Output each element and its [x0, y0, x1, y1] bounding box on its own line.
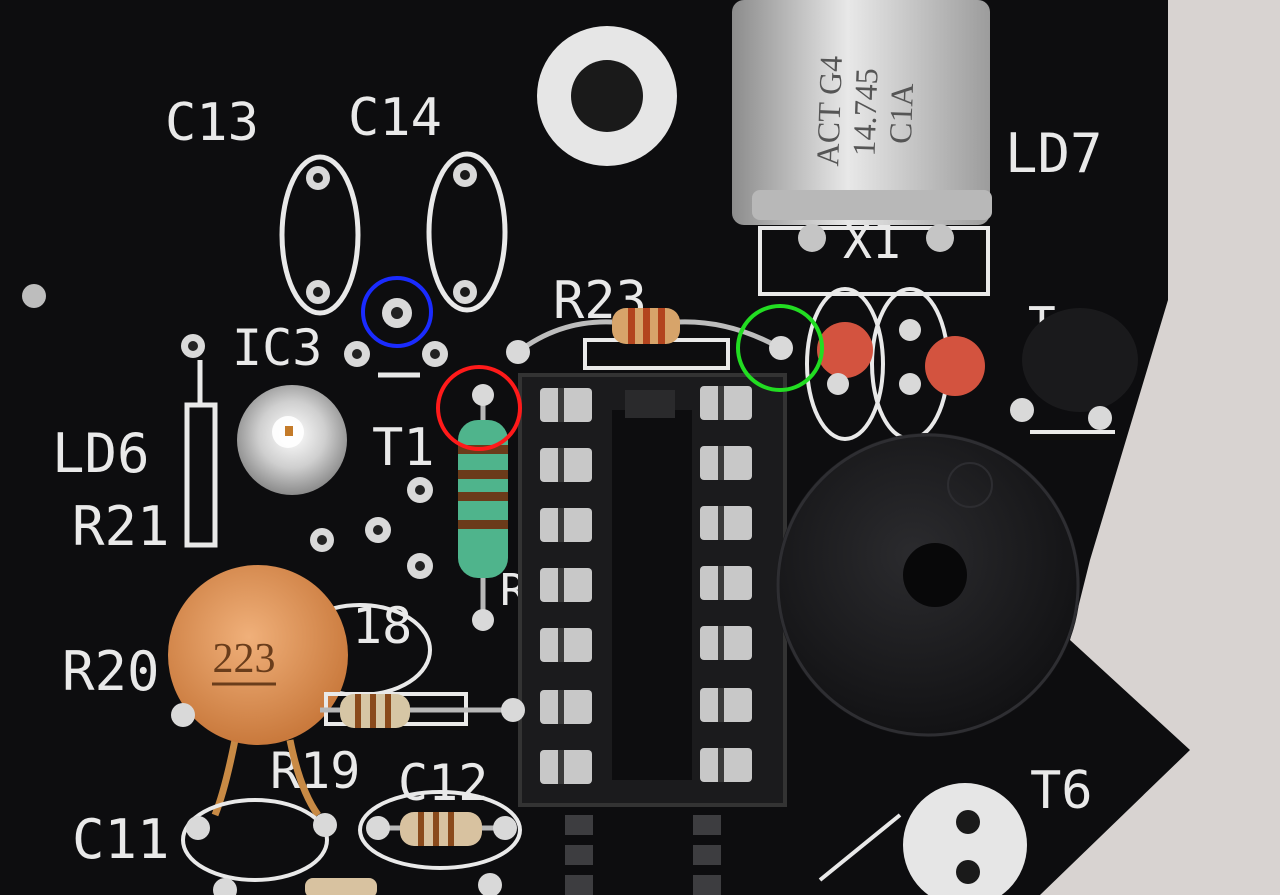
ceramic-cap-223	[168, 565, 348, 745]
label-c11: C11	[72, 808, 170, 871]
crystal-marking-2: 14.745	[845, 68, 884, 157]
crystal-marking-3: C1A	[882, 83, 920, 145]
crystal-marking-1: ACT G4	[809, 55, 849, 167]
ic-socket-pins-left	[540, 388, 592, 784]
ceramic-cap-marking: 223	[213, 636, 276, 682]
label-c12: C12	[398, 754, 488, 812]
red-cap-2	[925, 336, 985, 396]
smd-pads	[565, 815, 721, 895]
label-t1: T1	[372, 418, 435, 478]
ic-socket-pins-right	[700, 386, 752, 782]
label-t6: T6	[1030, 761, 1093, 821]
red-circle-annotation	[436, 365, 522, 451]
red-cap-1	[817, 322, 873, 378]
x1-outline	[758, 226, 990, 296]
label-r19: R19	[270, 742, 360, 800]
transistor-t	[1022, 308, 1138, 412]
green-circle-annotation	[736, 304, 824, 392]
c14-outline	[426, 151, 508, 313]
label-r20: R20	[62, 640, 160, 703]
label-c14: C14	[348, 88, 442, 148]
label-r21: R21	[72, 495, 170, 558]
label-ld6: LD6	[52, 422, 150, 485]
blue-circle-annotation	[361, 276, 433, 348]
t1-pads	[310, 477, 433, 579]
c13-outline	[279, 154, 361, 316]
crystal-x1	[732, 0, 990, 225]
c12-area-resistor	[400, 812, 482, 846]
ic3-pads	[344, 298, 448, 378]
r21-outline	[184, 402, 218, 548]
t6-pad-area	[903, 783, 1027, 895]
label-ic3: IC3	[232, 319, 322, 377]
label-ld7: LD7	[1005, 122, 1103, 185]
mounting-hole	[571, 60, 643, 132]
label-c13: C13	[165, 93, 259, 153]
